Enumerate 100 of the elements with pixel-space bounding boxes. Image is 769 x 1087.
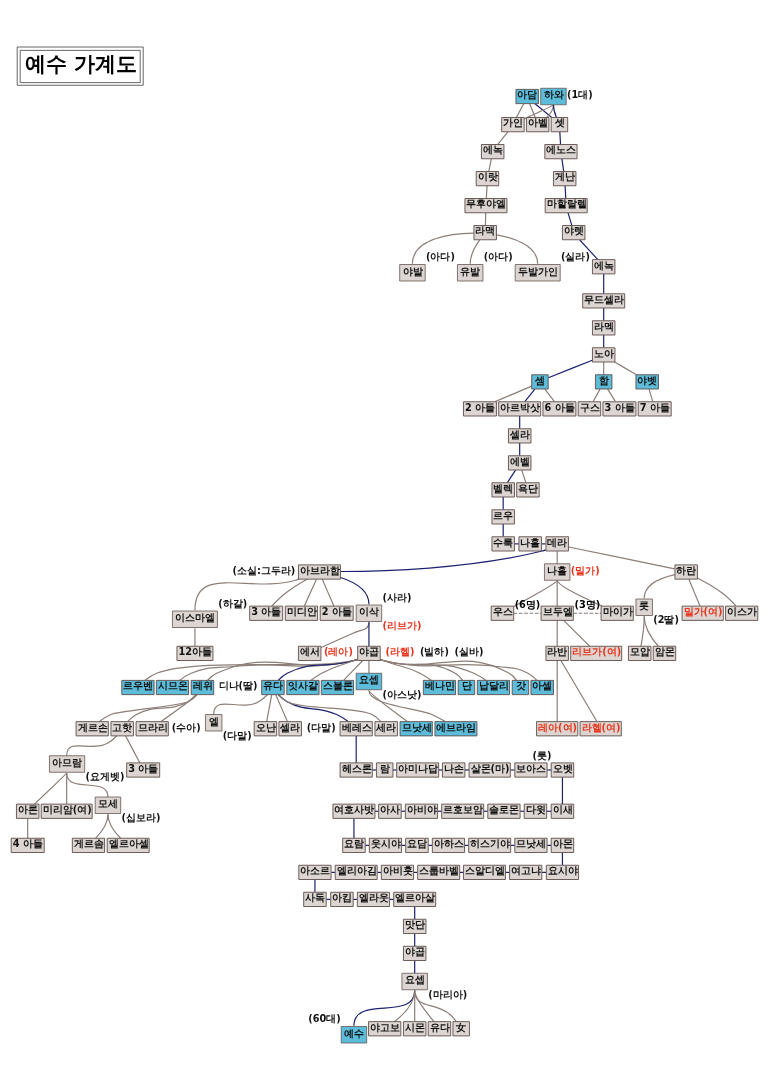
node-box: 아비훗 [380,864,414,880]
connector [561,158,565,172]
node-box: 잇사갈 [286,679,320,696]
connector [603,273,605,295]
connector [275,694,288,723]
node-box: 밀가(여) [681,605,724,621]
node-box: 요람 [342,837,366,853]
node-box: 야벳 [635,374,659,390]
node-box: 시몬 [403,1021,427,1037]
connector [303,578,318,607]
connector [160,694,197,723]
connector [564,185,567,199]
node-box: 아담 [515,88,539,105]
node-box: 7 아들 [637,401,672,417]
connector [485,185,488,199]
connector [497,131,509,145]
node-box: 가인 [501,117,525,133]
label: (실바) [454,646,484,658]
node-label: (룻) [532,750,552,762]
node-box: 납달리 [476,679,510,696]
node-box: 엘리아김 [334,864,378,880]
label: (다말) [306,721,336,733]
connector [266,694,273,723]
label: (수아) [171,721,201,733]
connector [392,769,398,771]
node-box: 셀라 [508,428,532,444]
node-label: (마리아) [428,988,468,1000]
node-box: 아론 [16,803,40,819]
node-label: (1대) [566,89,593,101]
node-box: 아비야 [404,803,438,819]
node-box: 벨렉 [491,482,515,498]
connector [514,543,520,545]
node-box: 사독 [303,891,327,907]
connector [697,577,737,607]
node-box: 엘르아살 [393,891,437,907]
node-box: 12아들 [176,645,214,661]
node-box: 여호사밧 [332,803,376,819]
connector [340,549,547,573]
node-box: 히스기야 [468,837,512,853]
node-box: 아킴 [330,891,354,907]
connector [648,388,654,403]
node-box: 야고보 [368,1021,402,1037]
connector [107,813,122,839]
node-box: 에노스 [544,144,578,160]
connector [495,234,539,265]
node-box: 시므온 [155,679,189,696]
connector [556,619,558,647]
connector [567,212,573,226]
node-box: 라멕 [592,320,616,336]
connector [469,239,481,265]
node-box: 고핫 [110,721,134,737]
connector [547,359,593,379]
connector [513,612,542,614]
node-label: (2딸) [653,614,679,626]
node-box: 므낫세 [399,721,433,737]
node-box: 유다 [427,1021,452,1037]
connector [688,578,701,607]
node-box: 미디안 [284,605,318,621]
node-box: 아셀 [530,679,554,696]
node-box: 스알디엘 [463,864,506,880]
node-box: 베레스 [339,721,373,737]
node-box: 아르박삿 [498,401,542,417]
connector [368,659,370,674]
node-box: 셀라 [278,721,302,737]
label: (소실:그두라) [232,564,296,576]
node-box: 우스 [490,605,515,621]
connector [127,694,198,723]
connector [320,621,370,649]
connector [66,735,118,757]
node-box: 오난 [253,721,278,737]
node-box: 야곱 [357,645,381,661]
node-box: 헤스론 [339,762,373,778]
node-box: 레위 [190,679,215,696]
node-label: (아다) [425,251,455,263]
node-label: (실라) [560,251,590,263]
connector [95,813,109,839]
node-box: 6 아들 [542,401,577,417]
connector [271,578,308,607]
connector [559,131,562,145]
connector [355,735,357,764]
node-box: 르우 [491,509,515,525]
connector [340,576,370,605]
node-box: 마이가 [600,605,634,621]
connector [277,694,382,723]
connector [414,989,435,1023]
node-box: 리브가(여) [570,645,623,661]
connector [568,546,676,570]
node-box: 라맥 [473,225,497,241]
node-label: (다말) [222,729,252,741]
connector [179,658,359,681]
connector [515,103,525,119]
node-box: 노아 [592,347,616,363]
node-box: 구스 [577,401,602,417]
node-box: 므낫세 [514,837,548,853]
node-box: 에녹 [481,144,505,160]
connector [488,158,492,172]
connector [494,385,533,403]
connector [552,104,557,118]
connector [144,658,359,681]
node-box: 에녹 [592,259,616,275]
